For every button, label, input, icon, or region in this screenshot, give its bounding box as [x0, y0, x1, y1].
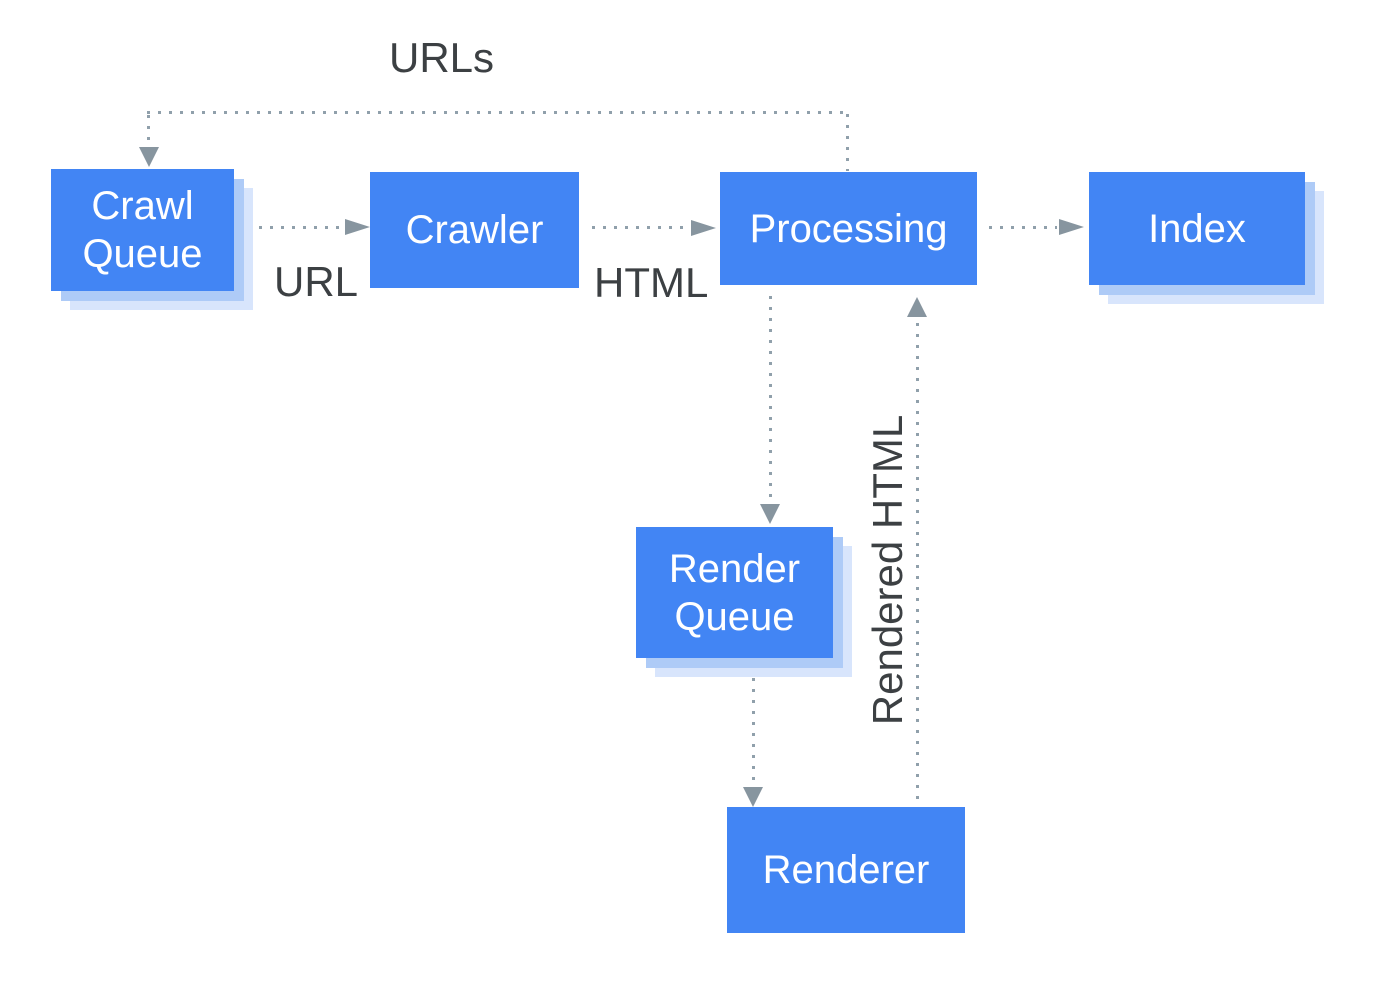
dotted-line [989, 226, 1057, 229]
dotted-line [916, 323, 919, 807]
node-render-queue-label: Render Queue [668, 546, 801, 639]
arrowhead-up-icon [907, 297, 927, 317]
dotted-line [147, 115, 150, 145]
node-renderer-label: Renderer [762, 848, 930, 892]
node-crawler-label: Crawler [405, 208, 544, 252]
dotted-line [752, 678, 755, 786]
dotted-line [147, 111, 849, 114]
node-crawler: Crawler [370, 172, 579, 288]
arrowhead-right-icon [1059, 219, 1084, 235]
node-processing: Processing [720, 172, 977, 285]
node-crawl-queue: Crawl Queue [51, 169, 234, 291]
node-index-label: Index [1148, 206, 1246, 251]
edge-label-urls: URLs [389, 34, 495, 81]
dotted-line [846, 114, 849, 171]
edge-label-url: URL [274, 258, 359, 305]
arrowhead-right-icon [345, 219, 370, 235]
node-renderer: Renderer [727, 807, 965, 933]
arrowhead-down-icon [743, 787, 763, 807]
arrowhead-down-icon [760, 504, 780, 524]
arrowhead-down-icon [139, 147, 159, 167]
node-render-queue: Render Queue [636, 527, 833, 658]
dotted-line [259, 226, 345, 229]
dotted-line [769, 296, 772, 503]
node-crawl-queue-label: Crawl Queue [82, 184, 203, 276]
dotted-line [592, 226, 689, 229]
edge-label-rendered-html: Rendered HTML [864, 414, 911, 726]
node-processing-label: Processing [749, 206, 948, 251]
arrowhead-right-icon [691, 220, 716, 236]
edge-label-html: HTML [594, 259, 709, 306]
node-index: Index [1089, 172, 1305, 285]
